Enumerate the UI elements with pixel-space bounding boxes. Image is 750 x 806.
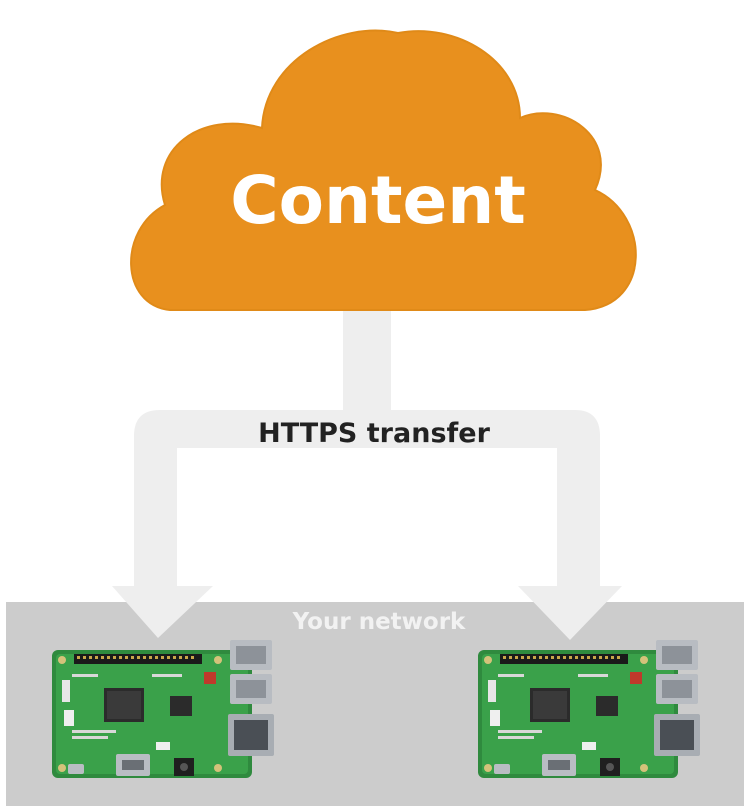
arrowhead-left (112, 586, 213, 638)
content-cloud: Content (130, 29, 637, 311)
transfer-label: HTTPS transfer (258, 418, 490, 449)
network-label: Your network (292, 609, 466, 635)
cloud-label: Content (230, 162, 526, 239)
raspberry-pi-board-left (52, 640, 274, 778)
arrowhead-right (518, 586, 622, 640)
transfer-arrows (112, 300, 622, 640)
raspberry-pi-board-right (478, 640, 700, 778)
